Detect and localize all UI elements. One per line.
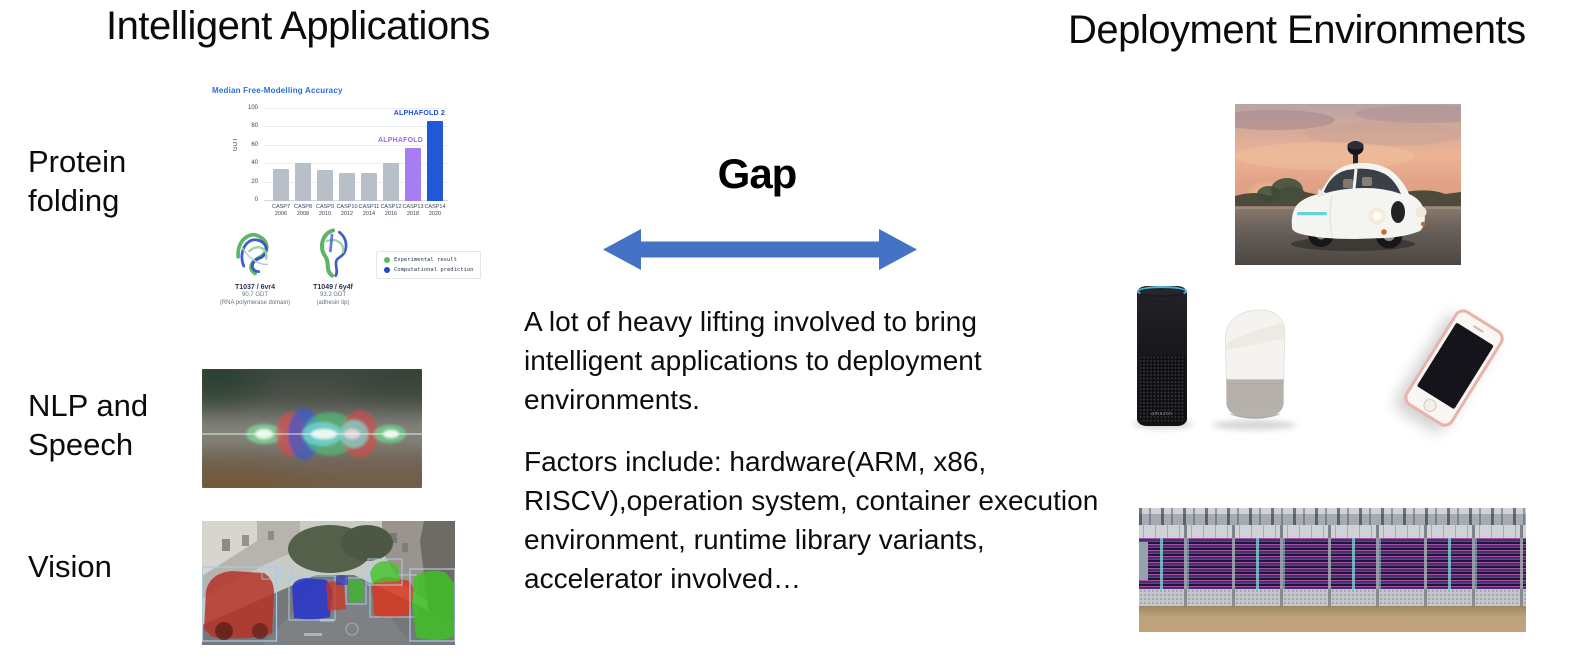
double-arrow-icon xyxy=(603,229,917,270)
chart-category-label: CASP10 2012 xyxy=(336,204,358,217)
chart-bar xyxy=(273,168,289,201)
datacenter-cable-panels xyxy=(1139,538,1526,589)
echo-speaker-grill xyxy=(1139,356,1185,423)
chart-gridline xyxy=(264,144,448,146)
protein-caption-gdt: 93.3 GDT xyxy=(319,292,346,298)
datacenter-floor xyxy=(1139,606,1526,632)
echo-light-ring xyxy=(1137,286,1187,297)
legend-dot-blue xyxy=(384,267,390,273)
iphone-body xyxy=(1400,305,1508,431)
chart-gridline xyxy=(264,181,448,183)
chart-category-label: CASP13 2018 xyxy=(402,204,424,217)
chart-bar-slot: CASP8 2008 xyxy=(292,109,314,217)
chart-ytick-label: 80 xyxy=(251,123,258,130)
chart-gridline xyxy=(264,126,448,128)
amazon-echo-image: amazon xyxy=(1137,286,1187,426)
chart-ytick-label: 20 xyxy=(251,178,258,185)
heading-deployment-environments: Deployment Environments xyxy=(1068,8,1526,52)
chart-category-label: CASP11 2014 xyxy=(358,204,380,217)
chart-gridline xyxy=(264,108,448,109)
segmentation-street-image xyxy=(202,521,455,645)
datacenter-cabling-tray xyxy=(1139,508,1526,525)
google-home-image xyxy=(1212,301,1298,429)
chart-bar-slot: CASP12 2016 xyxy=(380,109,402,217)
chart-bar xyxy=(295,163,311,201)
chart-bar-slot: CASP9 2010 xyxy=(314,109,336,217)
chart-bar xyxy=(405,147,421,201)
legend-item-computational: Computational prediction xyxy=(384,267,473,273)
chart-ytick-label: 0 xyxy=(254,197,258,203)
iphone-image xyxy=(1398,304,1516,444)
chart-bar-slot: CASP7 2006 xyxy=(270,109,292,217)
legend-label: Experimental result xyxy=(394,257,457,263)
label-protein-folding: Protein folding xyxy=(28,144,127,218)
iphone-speaker xyxy=(1472,324,1484,334)
protein-caption-name: T1037 / 6vr4 xyxy=(234,284,276,291)
datacenter-pillar xyxy=(1139,542,1148,580)
chart-ytick-label: 100 xyxy=(247,105,258,111)
chart-ytick-label: 40 xyxy=(251,160,258,167)
chart-category-label: CASP7 2006 xyxy=(271,204,291,217)
datacenter-image xyxy=(1139,508,1526,632)
protein-ribbon-icon xyxy=(236,232,269,276)
chart-gridline xyxy=(264,163,448,165)
datacenter-racks xyxy=(1139,525,1526,606)
chart-bar-slot: CASP13 2018 xyxy=(402,109,424,217)
legend-dot-green xyxy=(384,257,390,263)
protein-structures-row: T1037 / 6vr4 90.7 GDT (RNA polymerase do… xyxy=(214,225,482,307)
chart-category-label: CASP12 2016 xyxy=(380,204,402,217)
chart-annotation: ALPHAFOLD xyxy=(378,136,423,144)
chart-ytick-label: 60 xyxy=(251,141,258,148)
chart-category-label: CASP14 2020 xyxy=(424,204,446,217)
chart-annotation: ALPHAFOLD 2 xyxy=(393,109,445,117)
chart-bar xyxy=(317,169,333,201)
protein-caption-desc: (RNA polymerase domain) xyxy=(219,299,291,306)
chart-bar xyxy=(339,173,355,201)
label-nlp-and-speech: NLP and Speech xyxy=(28,388,149,462)
chart-gridline xyxy=(264,200,448,201)
car-scene xyxy=(1215,104,1495,265)
siri-waveform-image xyxy=(202,369,422,488)
google-home-device xyxy=(1224,309,1286,419)
self-driving-car-photo xyxy=(1215,104,1495,265)
alphafold-figure: Median Free-Modelling Accuracy GDT 0 20 40… xyxy=(200,76,482,314)
chart-category-label: CASP9 2010 xyxy=(315,204,335,217)
protein-structure-2: T1049 / 6y4f 93.3 GDT (adhesin tip) xyxy=(296,225,370,307)
iphone-screen xyxy=(1416,322,1494,410)
legend-label: Computational prediction xyxy=(394,267,474,273)
segmentation-scene xyxy=(202,521,455,645)
chart-bar xyxy=(383,163,399,201)
chart-legend: Experimental result Computational predic… xyxy=(376,251,482,279)
siri-waveform-icon xyxy=(202,408,422,460)
center-paragraph-2: Factors include: hardware(ARM, x86, RISC… xyxy=(524,446,1099,594)
protein-caption-desc: (adhesin tip) xyxy=(316,299,350,306)
google-home-shadow xyxy=(1212,420,1296,430)
chart-title: Median Free-Modelling Accuracy xyxy=(212,86,343,95)
gap-arrow xyxy=(601,227,919,277)
legend-item-experimental: Experimental result xyxy=(384,257,473,263)
protein-caption-name: T1049 / 6y4f xyxy=(313,284,353,291)
chart-bar xyxy=(427,120,443,201)
echo-brand-label: amazon xyxy=(1151,411,1173,417)
chart-bar xyxy=(361,173,377,201)
center-paragraph-1: A lot of heavy lifting involved to bring… xyxy=(524,306,982,415)
gap-label: Gap xyxy=(717,150,798,197)
chart-ylabel: GDT xyxy=(233,137,239,152)
protein-ribbon-icon xyxy=(319,228,348,278)
chart-bar-slot: CASP10 2012 xyxy=(336,109,358,217)
iphone-home-button xyxy=(1421,396,1439,415)
chart-category-label: CASP8 2008 xyxy=(293,204,313,217)
protein-caption-gdt: 90.7 GDT xyxy=(241,292,268,298)
datacenter-drawers xyxy=(1139,589,1526,606)
chart-bar-slot: CASP14 2020 xyxy=(424,109,446,217)
heading-intelligent-applications: Intelligent Applications xyxy=(106,4,490,48)
label-vision: Vision xyxy=(28,549,112,584)
protein-structure-1: T1037 / 6vr4 90.7 GDT (RNA polymerase do… xyxy=(214,225,296,307)
chart-bar-slot: CASP11 2014 xyxy=(358,109,380,217)
datacenter-server-units xyxy=(1139,525,1526,538)
